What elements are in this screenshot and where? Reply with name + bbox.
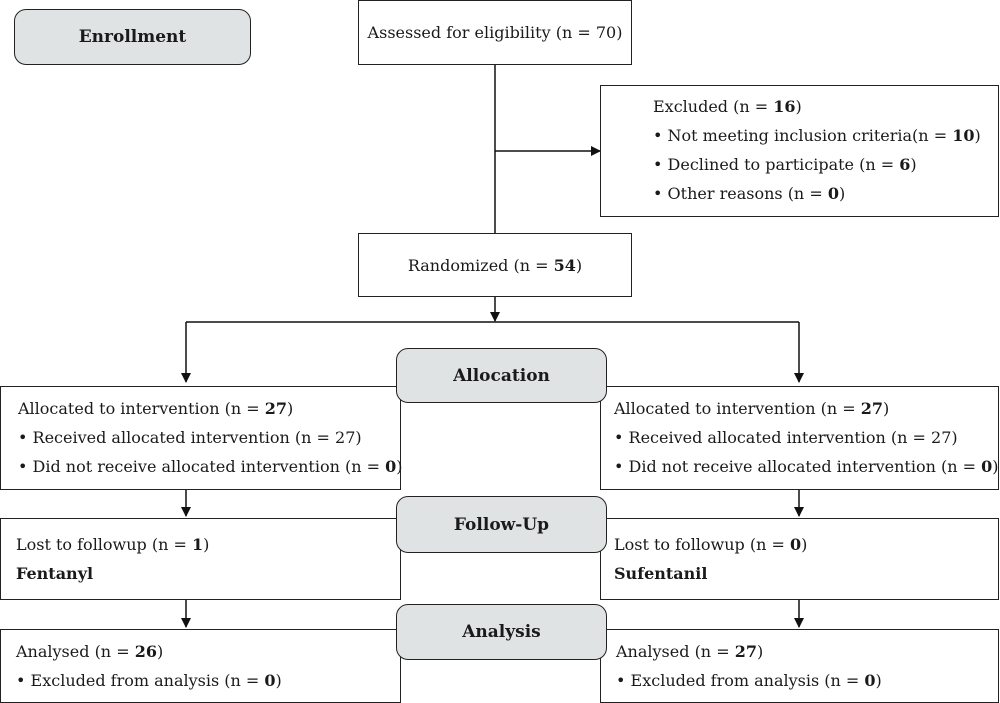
left-received: Received allocated intervention (n = 27) xyxy=(18,423,400,452)
right-analysis-box: Analysed (n = 27) Excluded from analysis… xyxy=(600,629,999,703)
stage-follow-up-label: Follow-Up xyxy=(453,514,550,535)
right-followup-box: Lost to followup (n = 0) Sufentanil xyxy=(600,518,999,600)
assessed-box: Assessed for eligibility (n = 70) xyxy=(358,0,632,65)
right-not-received: Did not receive allocated intervention (… xyxy=(614,452,999,481)
left-excluded-analysis: Excluded from analysis (n = 0) xyxy=(16,666,400,695)
stage-enrollment-label: Enrollment xyxy=(78,27,187,47)
excluded-item-other: Other reasons (n = 0) xyxy=(653,179,998,208)
assessed-label: Assessed for eligibility (n = 70) xyxy=(367,23,623,42)
excluded-title: Excluded (n = 16) xyxy=(653,97,802,116)
right-received: Received allocated intervention (n = 27) xyxy=(614,423,998,452)
right-analysed: Analysed (n = 27) xyxy=(616,642,764,661)
left-group-name: Fentanyl xyxy=(16,564,94,583)
right-allocation-box: Allocated to intervention (n = 27) Recei… xyxy=(600,386,999,490)
stage-analysis-label: Analysis xyxy=(462,622,541,642)
stage-enrollment: Enrollment xyxy=(14,9,251,65)
right-group-name: Sufentanil xyxy=(614,564,708,583)
left-lost: Lost to followup (n = 1) xyxy=(16,535,210,554)
right-allocated: Allocated to intervention (n = 27) xyxy=(614,399,890,418)
excluded-item-declined: Declined to participate (n = 6) xyxy=(653,150,998,179)
excluded-item-inclusion: Not meeting inclusion criteria(n = 10) xyxy=(653,121,998,150)
randomized-box: Randomized (n = 54) xyxy=(358,233,632,297)
stage-analysis: Analysis xyxy=(396,604,607,660)
stage-allocation-label: Allocation xyxy=(453,365,550,386)
excluded-box: Excluded (n = 16) Not meeting inclusion … xyxy=(600,85,999,217)
left-analysis-box: Analysed (n = 26) Excluded from analysis… xyxy=(0,629,401,703)
left-allocation-box: Allocated to intervention (n = 27) Recei… xyxy=(0,386,403,490)
left-allocated: Allocated to intervention (n = 27) xyxy=(18,399,294,418)
right-lost: Lost to followup (n = 0) xyxy=(614,535,808,554)
stage-allocation: Allocation xyxy=(396,348,607,403)
left-analysed: Analysed (n = 26) xyxy=(16,642,164,661)
left-not-received: Did not receive allocated intervention (… xyxy=(18,452,403,481)
right-excluded-analysis: Excluded from analysis (n = 0) xyxy=(616,666,998,695)
left-followup-box: Lost to followup (n = 1) Fentanyl xyxy=(0,518,401,600)
stage-follow-up: Follow-Up xyxy=(396,496,607,553)
randomized-label: Randomized (n = 54) xyxy=(407,255,583,275)
